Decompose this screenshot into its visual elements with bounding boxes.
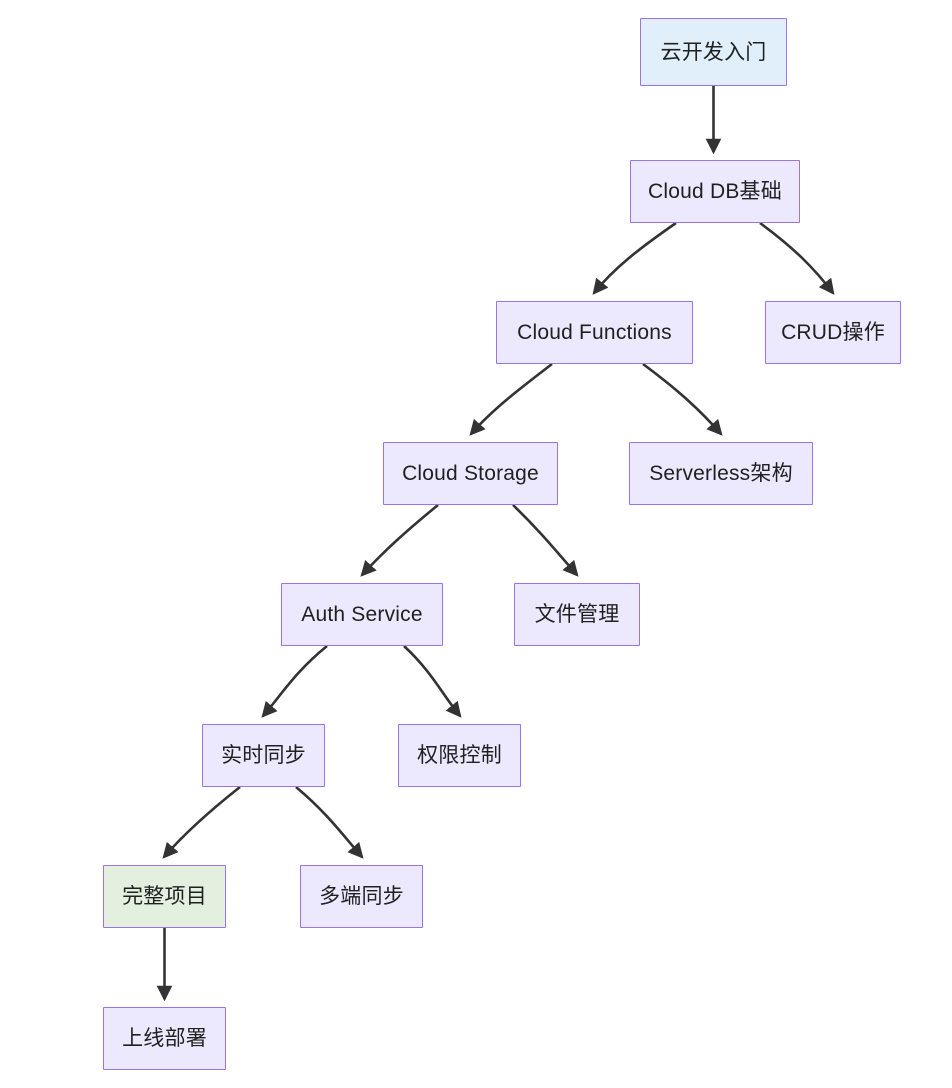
flow-node-n8[interactable]: 文件管理 bbox=[514, 583, 640, 646]
flow-node-label: 文件管理 bbox=[534, 603, 620, 626]
flow-node-label: CRUD操作 bbox=[781, 321, 885, 344]
flow-node-label: 多端同步 bbox=[319, 885, 404, 908]
flow-node-n1[interactable]: 云开发入门 bbox=[640, 18, 787, 86]
flow-node-label: 云开发入门 bbox=[660, 40, 767, 64]
flow-node-n2[interactable]: Cloud DB基础 bbox=[630, 160, 800, 223]
flow-node-n5[interactable]: Cloud Storage bbox=[383, 442, 558, 505]
flow-node-n3[interactable]: Cloud Functions bbox=[496, 301, 693, 364]
flow-node-label: Cloud DB基础 bbox=[648, 180, 782, 203]
flow-node-n7[interactable]: Auth Service bbox=[281, 583, 443, 646]
edge-n2-to-n3 bbox=[592, 221, 677, 295]
flow-node-n11[interactable]: 完整项目 bbox=[103, 865, 226, 928]
edge-n5-to-n8 bbox=[512, 504, 579, 577]
edge-n9-to-n11 bbox=[162, 785, 241, 859]
flow-node-n9[interactable]: 实时同步 bbox=[202, 724, 325, 787]
flow-node-label: Auth Service bbox=[301, 603, 423, 626]
flow-node-label: 完整项目 bbox=[122, 885, 207, 908]
edge-n7-to-n10 bbox=[403, 645, 462, 718]
edge-n3-to-n5 bbox=[469, 362, 553, 436]
edge-n9-to-n12 bbox=[295, 786, 364, 859]
flow-node-n10[interactable]: 权限控制 bbox=[398, 724, 521, 787]
flow-node-label: Cloud Storage bbox=[402, 462, 539, 485]
flow-node-label: 上线部署 bbox=[122, 1027, 207, 1050]
edge-n2-to-n4 bbox=[759, 221, 835, 295]
flow-node-n4[interactable]: CRUD操作 bbox=[765, 301, 901, 364]
flow-node-label: 实时同步 bbox=[221, 744, 306, 767]
edge-n5-to-n7 bbox=[360, 503, 439, 577]
flow-node-n6[interactable]: Serverless架构 bbox=[629, 442, 813, 505]
flow-node-n12[interactable]: 多端同步 bbox=[300, 865, 423, 928]
flow-node-label: Serverless架构 bbox=[649, 462, 793, 485]
edge-n3-to-n6 bbox=[642, 362, 723, 436]
flow-node-n13[interactable]: 上线部署 bbox=[103, 1007, 226, 1070]
edge-n7-to-n9 bbox=[261, 644, 328, 718]
flow-node-label: 权限控制 bbox=[417, 744, 502, 767]
flow-node-label: Cloud Functions bbox=[517, 321, 672, 344]
